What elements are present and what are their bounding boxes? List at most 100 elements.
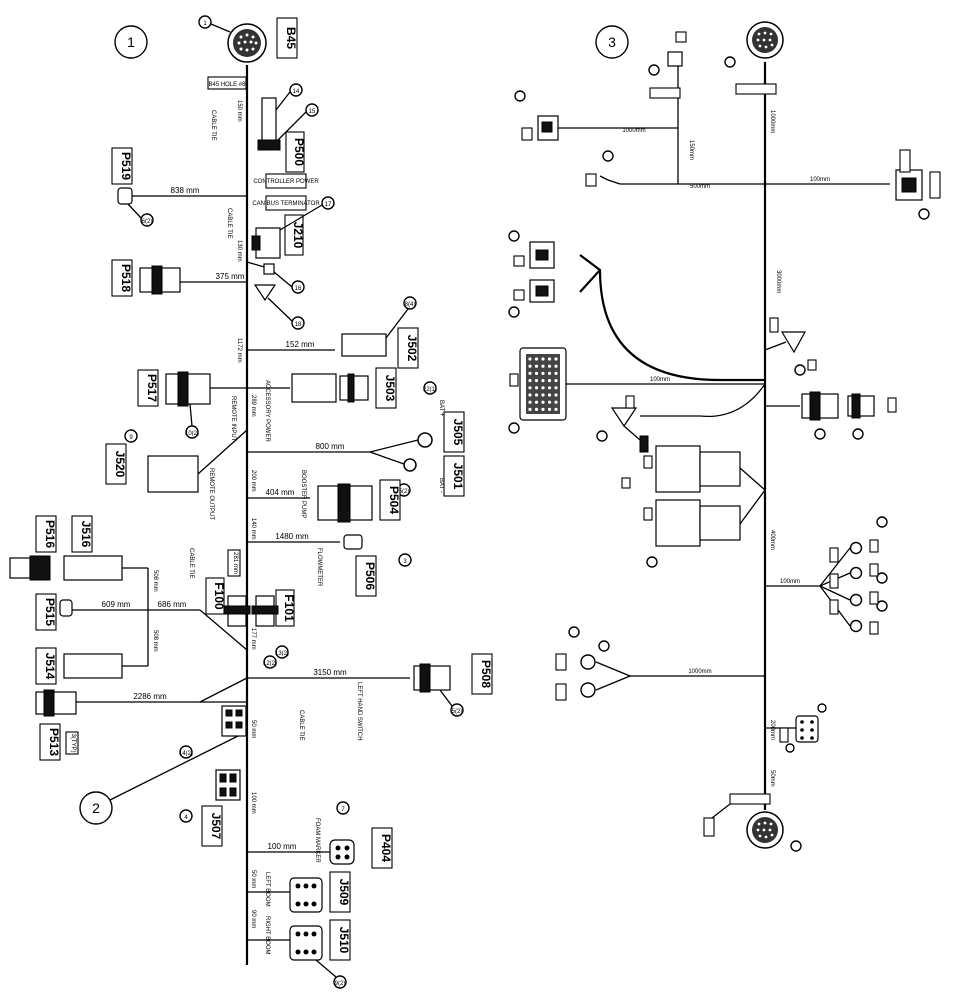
svg-text:13(2): 13(2) — [275, 651, 289, 657]
connector-P508: P508 5(2) — [247, 653, 493, 717]
dim-100-b: 100 mm — [268, 842, 297, 851]
svg-text:P517: P517 — [145, 374, 159, 402]
block-pin — [528, 407, 532, 411]
cable-tie-label-1: CABLE TIE — [210, 110, 216, 141]
svg-text:14: 14 — [293, 89, 300, 95]
connector-J210: J210 17 — [251, 196, 335, 259]
view-circle-1: 1 — [114, 25, 148, 59]
block-pin — [541, 386, 545, 390]
connector-P506: P506 3 — [247, 534, 412, 597]
v3-dim-150: 150mm — [688, 140, 694, 160]
branch-3-battery — [555, 626, 765, 701]
block-pin — [547, 400, 552, 404]
svg-text:281 mm: 281 mm — [232, 552, 238, 574]
svg-text:17: 17 — [325, 202, 332, 208]
v3-dim-100-c: 100mm — [780, 579, 800, 585]
dim-375: 375 mm — [216, 272, 245, 281]
svg-text:P515: P515 — [43, 598, 57, 626]
v3-dim-1000-a: 1000mm — [622, 128, 645, 134]
svg-text:3(TYP): 3(TYP) — [70, 733, 76, 752]
v3-dim-400: 400mm — [769, 530, 775, 550]
view-circle-3: 3 — [595, 25, 629, 59]
can-bus-tag — [265, 195, 307, 211]
svg-text:16: 16 — [295, 286, 302, 292]
v3-dim-100-a: 100mm — [810, 177, 830, 183]
block-pin — [534, 400, 539, 404]
connector-J507: J507 4 — [179, 769, 241, 847]
svg-text:15: 15 — [309, 109, 316, 115]
can-bus-label: CAN BUS TERMINATOR — [252, 201, 320, 207]
dim-90: 90 mm — [250, 910, 256, 928]
connector-P517: P517 10(2) — [137, 369, 247, 439]
svg-text:8(4): 8(4) — [405, 302, 416, 308]
connector-bottom-round-3 — [703, 793, 802, 852]
svg-text:3: 3 — [403, 559, 407, 565]
remote-input-label: REMOTE INPUT — [230, 396, 236, 442]
branch-3-lower-right — [765, 703, 827, 753]
dim-3150: 3150 mm — [313, 668, 347, 677]
block-pin — [528, 371, 532, 375]
remote-output-label: REMOTE OUTPUT — [208, 468, 214, 520]
block-pin — [534, 393, 539, 397]
block-pin — [534, 357, 539, 361]
v3-dim-1000-b: 1000mm — [769, 110, 775, 133]
block-pin — [528, 393, 532, 397]
block-pin — [554, 393, 558, 397]
svg-text:18: 18 — [295, 322, 302, 328]
svg-text:P519: P519 — [119, 152, 133, 180]
block-pin — [547, 407, 552, 411]
dim-150: 150 mm — [236, 100, 242, 122]
svg-text:5(2): 5(2) — [452, 709, 463, 715]
block-pin — [547, 357, 552, 361]
svg-text:J509: J509 — [337, 879, 351, 906]
v3-dim-500: 500mm — [690, 184, 710, 190]
block-pin — [528, 386, 532, 390]
connector-P513: P513 3(TYP) — [35, 689, 247, 761]
block-pin — [547, 364, 552, 368]
svg-text:J502: J502 — [405, 335, 419, 362]
left-hand-switch-label: LEFT HAND SWITCH — [356, 682, 362, 741]
branch-3-sensors — [764, 317, 897, 440]
connector-P504: P504 — [247, 479, 401, 523]
connector-J509: J509 — [247, 871, 351, 913]
block-pin — [534, 371, 539, 375]
block-pin — [534, 379, 539, 383]
branch-3-mid — [508, 230, 765, 382]
branch-3-right — [765, 149, 941, 220]
svg-text:J514: J514 — [43, 653, 57, 680]
dim-838: 838 mm — [171, 186, 200, 195]
block-pin — [528, 357, 532, 361]
dim-152: 152 mm — [286, 340, 315, 349]
svg-text:14(2): 14(2) — [179, 751, 193, 757]
svg-text:3: 3 — [608, 34, 616, 50]
branch-3-relays — [643, 445, 766, 568]
svg-text:9: 9 — [129, 435, 133, 441]
dim-130: 130 mm — [236, 240, 242, 262]
flowmeter-label: FLOWMETER — [316, 548, 322, 587]
branch-3-upper — [514, 31, 765, 187]
svg-text:P506: P506 — [363, 562, 377, 590]
dim-1172: 1172 mm — [236, 338, 242, 363]
connector-3-large-block — [508, 347, 765, 434]
branch-p513-join — [199, 677, 248, 703]
block-pin — [554, 407, 558, 411]
connector-J510: J510 9(2) — [247, 919, 351, 989]
connector-P515: P515 — [35, 593, 248, 651]
block-pin — [547, 386, 552, 390]
connector-top-round-3 — [724, 21, 784, 68]
connector-B45: B45 1 — [198, 15, 298, 63]
v3-dim-50: 50mm — [769, 770, 775, 787]
svg-text:J210: J210 — [291, 222, 305, 249]
connector-J514: J514 — [35, 610, 149, 685]
view-circle-2: 2 — [79, 791, 113, 825]
connector-label-B45: B45 — [284, 27, 298, 49]
svg-text:7: 7 — [341, 807, 345, 813]
block-pin — [554, 364, 558, 368]
accessory-power-label: ACCESSORY POWER — [264, 380, 270, 442]
v3-dim-3000: 3000mm — [775, 270, 781, 293]
b45-hole-tag — [207, 76, 247, 90]
block-pin — [534, 386, 539, 390]
dim-200: 200 mm — [250, 470, 256, 492]
svg-text:P518: P518 — [119, 264, 133, 292]
